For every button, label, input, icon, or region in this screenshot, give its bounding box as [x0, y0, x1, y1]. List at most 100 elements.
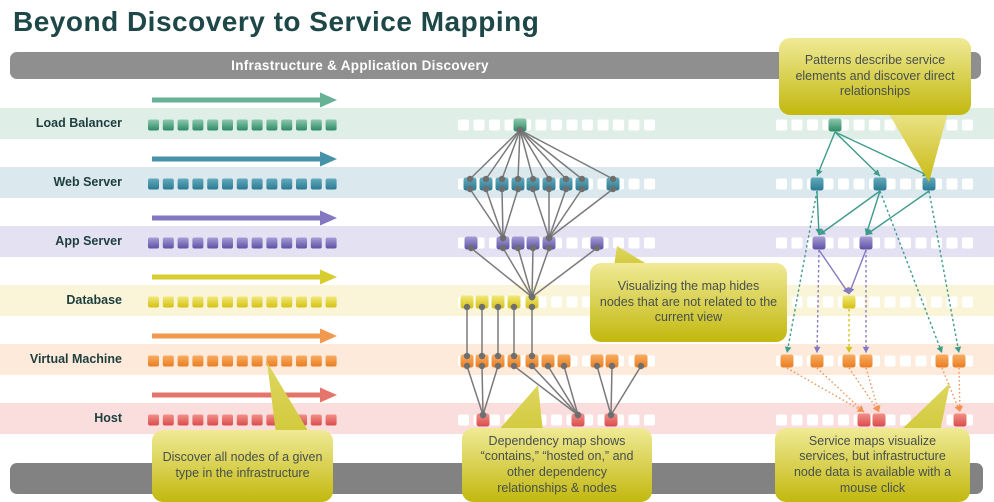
map-node-host [953, 413, 967, 427]
callout-patterns: Patterns describe service elements and d… [779, 38, 971, 115]
map-node-app-server [496, 236, 510, 250]
hidden-square [807, 296, 818, 308]
map-node-virtual-machine [541, 354, 555, 368]
node-square-app-server [148, 237, 159, 249]
map-node-app-server [542, 236, 556, 250]
map-node-host [476, 413, 490, 427]
hidden-square [551, 414, 562, 426]
node-square-load-balancer [296, 119, 307, 131]
node-square-virtual-machine [281, 355, 293, 367]
hidden-square [822, 355, 834, 367]
node-square-database [281, 296, 293, 308]
hidden-square [613, 119, 624, 131]
node-square-load-balancer [310, 119, 322, 131]
hidden-square [946, 119, 958, 131]
hidden-square [900, 355, 911, 367]
map-node-web-server [922, 177, 936, 191]
node-square-app-server [236, 237, 248, 249]
map-node-virtual-machine [557, 354, 571, 368]
hidden-square [582, 355, 593, 367]
hidden-square [915, 355, 927, 367]
node-square-app-server [325, 237, 337, 249]
node-square-load-balancer [251, 119, 263, 131]
map-node-app-server [526, 236, 540, 250]
map-node-web-server [479, 177, 493, 191]
node-square-load-balancer [177, 119, 189, 131]
node-square-load-balancer [266, 119, 278, 131]
map-node-app-server [590, 236, 604, 250]
callout-service: Service maps visualize services, but inf… [775, 428, 970, 502]
callout-discover: Discover all nodes of a given type in th… [152, 430, 333, 502]
map-node-database [491, 295, 505, 309]
node-square-host [148, 414, 159, 426]
hidden-square [900, 178, 911, 190]
hidden-square [884, 414, 896, 426]
row-label-host: Host [94, 411, 122, 425]
row-label-app-server: App Server [55, 234, 122, 248]
hidden-square [791, 355, 803, 367]
map-node-virtual-machine [605, 354, 619, 368]
node-square-virtual-machine [192, 355, 204, 367]
discover-arrow-head-host [320, 387, 337, 403]
node-square-app-server [296, 237, 307, 249]
map-node-virtual-machine [590, 354, 604, 368]
node-square-host [222, 414, 233, 426]
hidden-square [822, 178, 834, 190]
hidden-square [628, 178, 640, 190]
hidden-square [489, 119, 500, 131]
node-square-web-server [192, 178, 204, 190]
map-node-virtual-machine [460, 354, 474, 368]
node-square-virtual-machine [222, 355, 233, 367]
hidden-square [869, 119, 880, 131]
node-square-database [266, 296, 278, 308]
map-node-load-balancer [828, 118, 842, 132]
node-square-app-server [207, 237, 219, 249]
callout-text-patterns: Patterns describe service elements and d… [795, 53, 955, 99]
map-node-web-server [495, 177, 509, 191]
map-node-app-server [464, 236, 478, 250]
node-square-database [148, 296, 159, 308]
hidden-square [962, 119, 973, 131]
node-square-host [325, 414, 337, 426]
hidden-square [838, 414, 849, 426]
node-square-load-balancer [207, 119, 219, 131]
row-label-load-balancer: Load Balancer [35, 116, 122, 130]
row-label-database: Database [66, 293, 122, 307]
node-square-web-server [281, 178, 293, 190]
node-square-load-balancer [192, 119, 204, 131]
map-node-database [842, 295, 856, 309]
map-node-virtual-machine [780, 354, 794, 368]
node-square-app-server [177, 237, 189, 249]
node-square-web-server [222, 178, 233, 190]
hidden-square [628, 237, 640, 249]
hidden-square [566, 237, 578, 249]
node-square-web-server [236, 178, 248, 190]
map-node-app-server [859, 236, 873, 250]
node-square-load-balancer [281, 119, 293, 131]
node-square-app-server [310, 237, 322, 249]
hidden-square [915, 296, 927, 308]
node-square-virtual-machine [177, 355, 189, 367]
node-square-virtual-machine [236, 355, 248, 367]
hidden-square [931, 237, 942, 249]
hidden-square [900, 237, 911, 249]
hidden-square [566, 296, 578, 308]
node-square-web-server [325, 178, 337, 190]
hidden-square [791, 178, 803, 190]
hidden-square [884, 296, 896, 308]
hidden-square [458, 119, 469, 131]
hidden-square [869, 296, 880, 308]
node-square-virtual-machine [162, 355, 174, 367]
map-node-database [525, 295, 539, 309]
node-square-app-server [281, 237, 293, 249]
hidden-square [628, 414, 640, 426]
map-node-virtual-machine [935, 354, 949, 368]
hidden-square [946, 237, 958, 249]
hidden-square [962, 178, 973, 190]
hidden-square [884, 119, 896, 131]
node-square-virtual-machine [251, 355, 263, 367]
service-map [780, 118, 967, 427]
row-label-virtual-machine: Virtual Machine [29, 352, 122, 366]
hidden-square [962, 237, 973, 249]
